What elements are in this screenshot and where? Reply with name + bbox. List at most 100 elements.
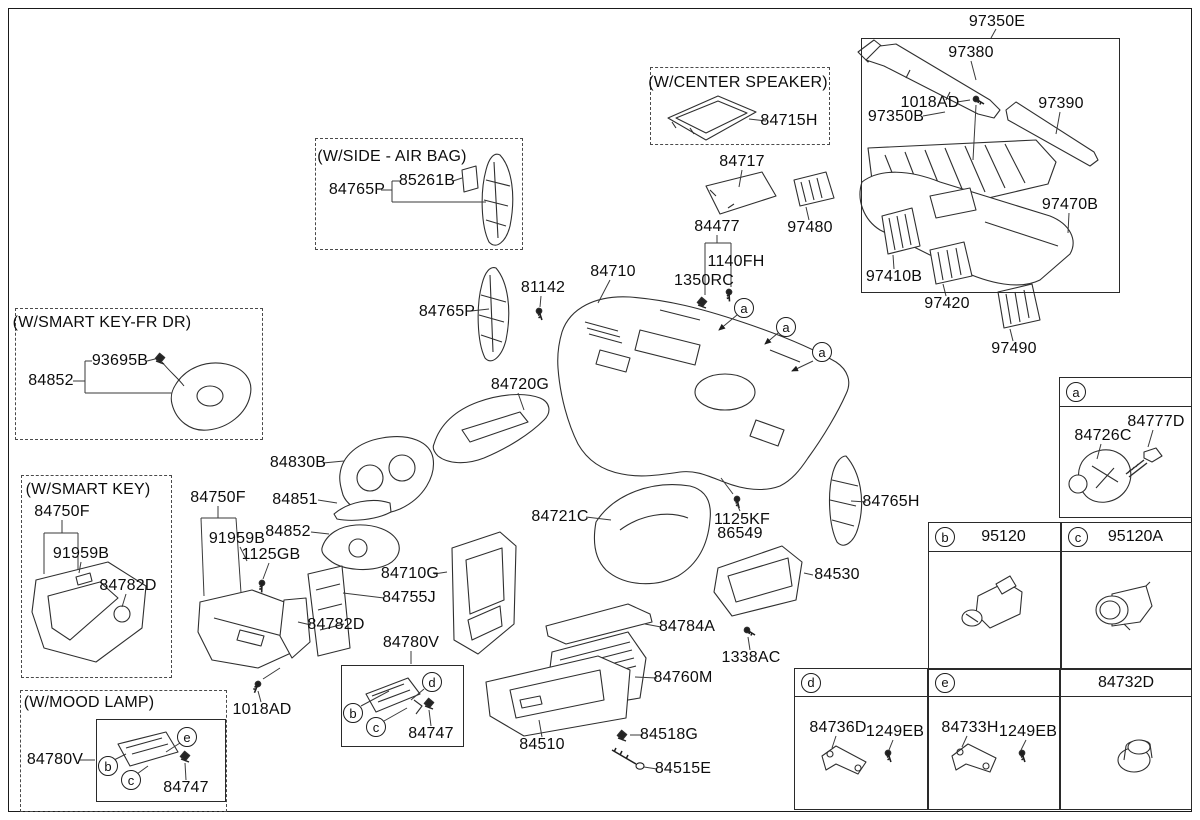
part-label-84747: 84747 <box>163 779 209 796</box>
part-label-84750f: 84750F <box>190 489 246 506</box>
duct-strip-97390 <box>1005 101 1099 167</box>
part-label-91959b: 91959B <box>208 530 266 547</box>
leader-line <box>310 531 330 535</box>
leader-line <box>383 707 408 722</box>
part-label-84852: 84852 <box>28 372 74 389</box>
callout-e: e <box>935 672 955 693</box>
table-cell-e: e <box>928 668 1060 810</box>
part-label-84717: 84717 <box>719 153 765 170</box>
part-label-w-smart-key-fr-dr: (W/SMART KEY-FR DR) <box>12 314 192 331</box>
switch-95120 <box>961 575 1023 629</box>
part-label-97420: 97420 <box>924 295 970 312</box>
leader-line <box>297 621 312 626</box>
leader-line <box>990 28 997 39</box>
leader-line <box>184 762 187 781</box>
part-label-1125gb: 1125GB <box>241 546 301 563</box>
part-label-84851: 84851 <box>272 491 318 508</box>
part-label-84780v: 84780V <box>26 751 84 768</box>
leader-line <box>433 571 448 575</box>
leader-line <box>342 592 385 599</box>
leader-line <box>121 593 127 608</box>
leader-line <box>764 332 779 345</box>
table-cell-a: a <box>1059 377 1192 518</box>
leader-line <box>922 111 946 117</box>
leader-line <box>262 667 281 680</box>
part-label-97380: 97380 <box>948 44 994 61</box>
leader-line <box>634 676 658 679</box>
leader-line <box>322 460 345 464</box>
pad-strip-84784A <box>545 603 653 645</box>
callout-a: a <box>812 342 832 362</box>
table-cell-header: 84732D <box>1061 669 1191 697</box>
leader-lines <box>43 28 1154 781</box>
leader-line <box>831 735 837 749</box>
leader-line <box>539 295 542 308</box>
knee-panel-84750F <box>197 589 307 669</box>
callout-d: d <box>801 672 821 693</box>
callout-a: a <box>776 317 796 337</box>
leader-line <box>892 254 895 270</box>
callout-c: c <box>366 717 386 737</box>
part-label-86549: 86549 <box>717 525 763 542</box>
defroster-nozzle-97380 <box>857 39 1001 119</box>
leader-line <box>1096 443 1102 460</box>
part-label-1338ac: 1338AC <box>721 649 781 666</box>
leader-line <box>78 561 82 574</box>
part-label-81142: 81142 <box>520 279 566 296</box>
part-label-84710: 84710 <box>590 263 636 280</box>
leader-line <box>1067 212 1070 234</box>
glove-box-84510 <box>485 655 631 737</box>
leader-line <box>747 636 751 651</box>
leader-line <box>1009 328 1014 342</box>
socket-95120A <box>1095 581 1153 631</box>
leader-line <box>803 572 814 576</box>
part-label-84852: 84852 <box>265 523 311 540</box>
part-label-1018ad: 1018AD <box>900 94 960 111</box>
center-fascia-84710G <box>451 531 517 655</box>
part-label-93695b: 93695B <box>91 352 149 369</box>
part-label-84733h: 84733H <box>941 719 999 736</box>
center-speaker-box <box>650 67 830 145</box>
part-label-84518g: 84518G <box>639 726 699 743</box>
leader-line <box>235 517 242 594</box>
part-label-1249eb: 1249EB <box>998 723 1058 740</box>
part-label-1125kf: 1125KF <box>713 511 771 528</box>
leader-line <box>585 516 612 521</box>
bolt-84777D <box>1125 447 1163 478</box>
grommet-84726C <box>1068 449 1132 503</box>
knee-panel-insert-84782D <box>279 597 311 659</box>
shroud-84852-frdr <box>161 361 252 431</box>
part-label-84530: 84530 <box>814 566 860 583</box>
part-label-84760m: 84760M <box>653 669 713 686</box>
leader-line <box>956 99 971 103</box>
speaker-grille-84715H <box>667 95 757 141</box>
part-label-84755j: 84755J <box>382 589 436 606</box>
leader-line <box>410 688 425 701</box>
table-cell-header: a <box>1060 378 1191 407</box>
part-label-84732d: 84732D <box>1097 673 1155 691</box>
leader-line <box>200 517 205 597</box>
part-label-84780v: 84780V <box>382 634 440 651</box>
duct-group-box <box>861 38 1120 293</box>
part-label-84515e: 84515E <box>654 760 712 777</box>
part-label-97470b: 97470B <box>1041 196 1099 213</box>
part-label-97490: 97490 <box>991 340 1037 357</box>
part-label-84750f: 84750F <box>34 503 90 520</box>
leader-line <box>262 562 270 580</box>
part-label-97350b: 97350B <box>867 108 925 125</box>
callout-a: a <box>1066 382 1086 402</box>
part-label-84784a: 84784A <box>658 618 716 635</box>
side-airbag-box <box>315 138 523 250</box>
table-cell-84732d: 84732D <box>1060 668 1192 810</box>
leader-line <box>360 690 390 707</box>
leader-line <box>805 206 810 221</box>
leader-line <box>850 500 867 503</box>
mood-lamp-strip <box>117 731 179 767</box>
part-label-84715h: 84715H <box>760 112 818 129</box>
leader-line <box>738 169 743 188</box>
cluster-hood-84830B <box>339 436 434 515</box>
smart-key-panel <box>31 561 147 663</box>
